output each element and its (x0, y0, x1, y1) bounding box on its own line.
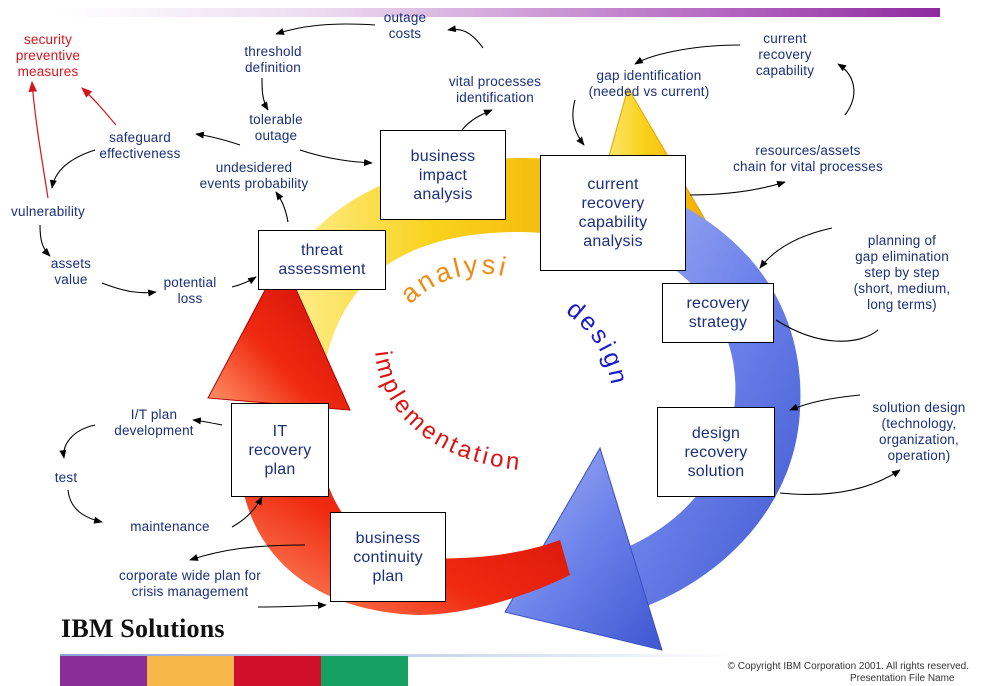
footer-rule (60, 654, 740, 657)
label-tolerable-outage: tolerable outage (249, 112, 303, 143)
label-it-plan-development: I/T plan development (114, 407, 194, 438)
label-current-recovery-capability: current recovery capability (755, 31, 815, 78)
box-threat-assessment: threat assessment (258, 230, 386, 290)
copyright-text: © Copyright IBM Corporation 2001. All ri… (727, 661, 969, 672)
label-resources-assets-chain: resources/assets chain for vital process… (733, 143, 883, 174)
label-threshold-definition: threshold definition (244, 44, 302, 75)
label-vital-processes-identification: vital processes identification (448, 74, 542, 105)
label-test: test (54, 470, 78, 485)
box-recovery-strategy: recovery strategy (662, 283, 774, 343)
footer-swatch-orange (147, 656, 234, 686)
label-corporate-wide-plan: corporate wide plan for crisis managemen… (119, 568, 261, 599)
label-vulnerability: vulnerability (11, 204, 85, 219)
label-potential-loss: potential loss (163, 275, 217, 306)
label-planning-gap-elimination: planning of gap elimination step by step… (853, 233, 951, 312)
label-security-preventive-measures: security preventive measures (15, 32, 81, 79)
phase-implementation-text: implementation (369, 349, 524, 476)
phase-design-text: design (561, 295, 633, 389)
box-design-recovery-solution: design recovery solution (657, 407, 775, 497)
footer-color-bar (60, 656, 408, 686)
box-current-recovery-capability-analysis: current recovery capability analysis (540, 155, 686, 271)
label-safeguard-effectiveness: safeguard effectiveness (99, 130, 181, 161)
footer-title: IBM Solutions (61, 614, 225, 643)
footer-swatch-red (234, 656, 321, 686)
box-it-recovery-plan: IT recovery plan (231, 403, 329, 497)
top-gradient-bar (60, 8, 940, 17)
footer-swatch-green (321, 656, 408, 686)
footer-swatch-purple (60, 656, 147, 686)
design-arrowhead (504, 446, 663, 651)
label-undesidered-events-probability: undesidered events probability (199, 160, 309, 191)
label-maintenance: maintenance (130, 519, 210, 534)
label-outage-costs: outage costs (383, 10, 427, 41)
label-gap-identification: gap identification (needed vs current) (588, 68, 710, 99)
label-solution-design: solution design (technology, organizatio… (872, 400, 966, 463)
label-assets-value: assets value (50, 256, 92, 287)
presentation-file-name: Presentation File Name (850, 673, 955, 684)
box-business-impact-analysis: business impact analysis (380, 130, 506, 220)
box-business-continuity-plan: business continuity plan (330, 512, 446, 602)
